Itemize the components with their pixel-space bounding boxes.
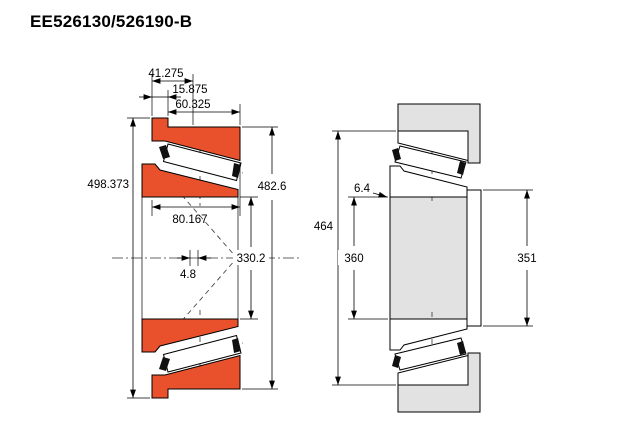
dim-cone-width-label: 60.325 <box>175 99 210 111</box>
cup-outline-top <box>397 130 469 162</box>
dim-fillet-radius: 6.4 <box>354 183 388 198</box>
cup-outline-bottom <box>397 354 469 386</box>
shaft-spacer <box>466 189 482 327</box>
dim-center-offset-label: 4.8 <box>180 269 196 281</box>
dim-bore-diameter: 330.2 <box>233 196 269 320</box>
cage-outline-bottom-left <box>392 355 401 368</box>
cone-outline-top <box>389 165 468 198</box>
dim-outer-diameter: 482.6 <box>242 126 287 390</box>
cage-outline-top-right <box>457 161 466 175</box>
page-title: EE526130/526190-B <box>30 12 193 31</box>
shaft-block <box>389 196 468 320</box>
dim-flange-od: 498.373 <box>87 117 150 399</box>
dim-flange-width-label: 15.875 <box>172 84 207 96</box>
dim-cup-width: 41.275 <box>148 68 194 125</box>
cage-bottom-right <box>232 338 241 353</box>
cage-top-left <box>159 145 170 159</box>
cage-outline-bottom-right <box>457 341 466 355</box>
dim-shaft-shoulder: 360 <box>338 196 388 320</box>
cage-top-right <box>232 163 241 178</box>
cone-bottom <box>141 318 239 353</box>
dim-housing-shoulder-label: 464 <box>314 221 334 233</box>
dim-bore-diameter-label: 330.2 <box>237 253 266 265</box>
dim-backing-shoulder-label: 351 <box>517 253 536 265</box>
cage-outline-top-left <box>392 148 401 161</box>
dim-flange-od-label: 498.373 <box>87 179 129 191</box>
flanged-cup-top <box>151 117 241 162</box>
cone-outline-bottom <box>389 318 468 351</box>
right-view-mounting: 464 360 351 <box>314 103 543 413</box>
dim-shaft-shoulder-label: 360 <box>344 253 363 265</box>
cage-bottom-left <box>159 357 170 371</box>
dim-fillet-radius-label: 6.4 <box>354 183 371 195</box>
dim-outer-diameter-label: 482.6 <box>258 181 287 193</box>
dim-center-offset: 4.8 <box>177 250 211 281</box>
dim-cone-width: 60.325 <box>168 99 241 125</box>
dim-backing-shoulder: 351 <box>483 189 543 327</box>
flanged-cup-bottom <box>151 354 241 399</box>
dim-overall-width: 80.167 <box>151 163 241 226</box>
dim-overall-width-label: 80.167 <box>172 214 207 226</box>
cone-top <box>141 163 239 198</box>
left-view-bearing-section: 41.275 15.875 60.325 498.373 <box>87 68 302 399</box>
dim-cup-width-label: 41.275 <box>148 68 183 80</box>
